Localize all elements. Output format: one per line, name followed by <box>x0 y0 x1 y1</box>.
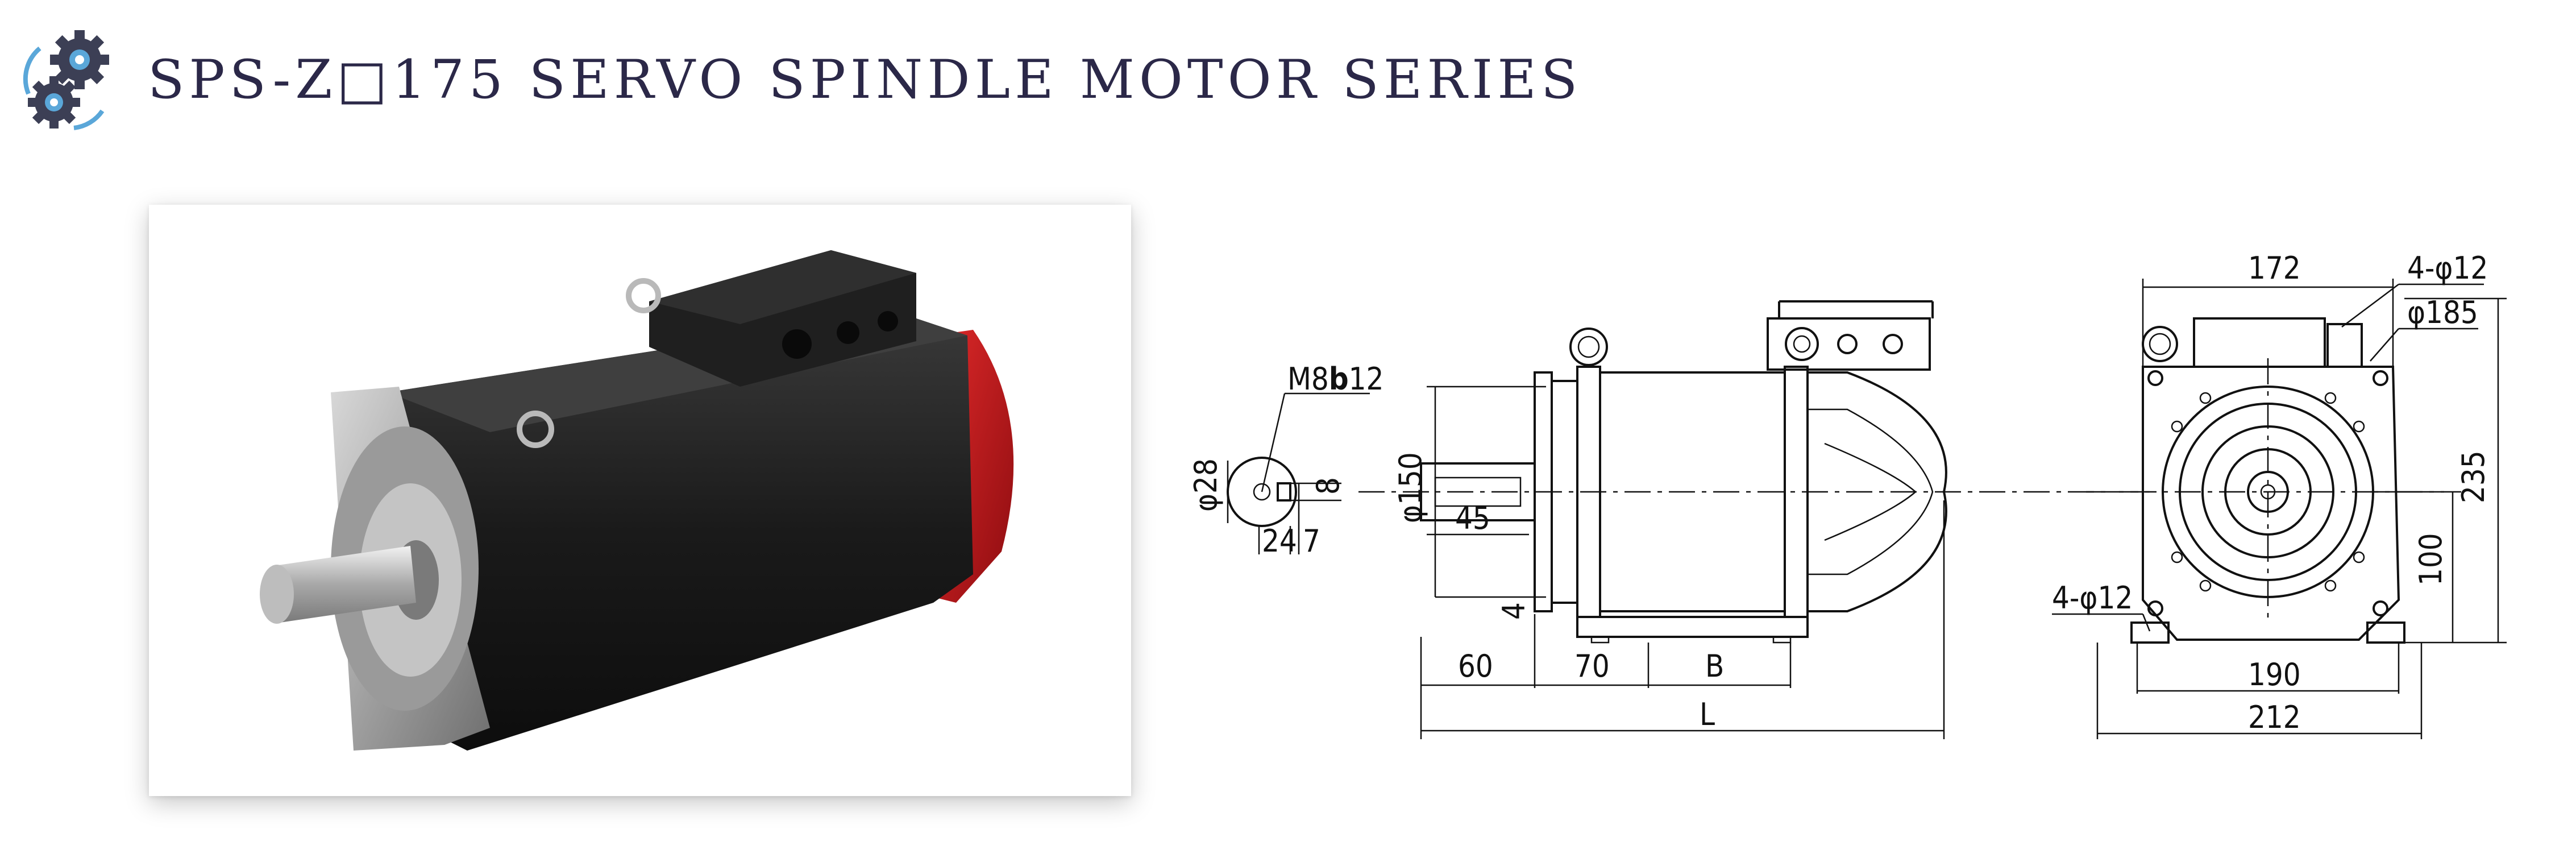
servo-spindle-motor-photo <box>149 205 1131 796</box>
shaft-diameter-label: φ28 <box>1188 458 1224 512</box>
end-view: 172 4-φ12 φ185 235 100 4-φ12 190 212 <box>2052 250 2507 739</box>
flange-holes-label: 4-φ12 <box>2407 250 2488 286</box>
thread-label: M8b12 <box>1287 361 1383 397</box>
flange-to-foot-label: 70 <box>1574 648 1610 684</box>
center-height-label: 100 <box>2413 533 2449 586</box>
page-title: SPS-Z□175 SERVO SPINDLE MOTOR SERIES <box>148 48 1582 111</box>
end-width-label: 172 <box>2248 250 2301 286</box>
gears-icon <box>17 26 119 134</box>
flange-thickness-label: 4 <box>1496 602 1532 620</box>
key-height-label: 8 <box>1310 477 1346 495</box>
foot-spacing-label: 190 <box>2248 657 2301 693</box>
foot-spacing-b-label: B <box>1705 648 1724 684</box>
foot-holes-label: 4-φ12 <box>2052 580 2133 616</box>
key-length-label: 45 <box>1455 500 1490 536</box>
base-width-label: 212 <box>2248 699 2301 735</box>
key-width-label: 7 <box>1303 523 1320 559</box>
side-view: φ150 45 4 60 70 B L <box>1358 300 2154 739</box>
key-offset-label: 24 <box>1262 523 1297 559</box>
shaft-length-label: 60 <box>1458 648 1493 684</box>
end-height-label: 235 <box>2455 450 2491 503</box>
page-header: SPS-Z□175 SERVO SPINDLE MOTOR SERIES <box>17 23 1582 136</box>
dimension-drawing: M8b12 φ28 8 24 7 <box>1177 245 2563 756</box>
flange-spigot-label: φ150 <box>1393 452 1428 523</box>
total-length-label: L <box>1700 697 1715 732</box>
bolt-circle-label: φ185 <box>2407 295 2478 330</box>
shaft-end-detail: M8b12 φ28 8 24 7 <box>1188 361 1383 559</box>
